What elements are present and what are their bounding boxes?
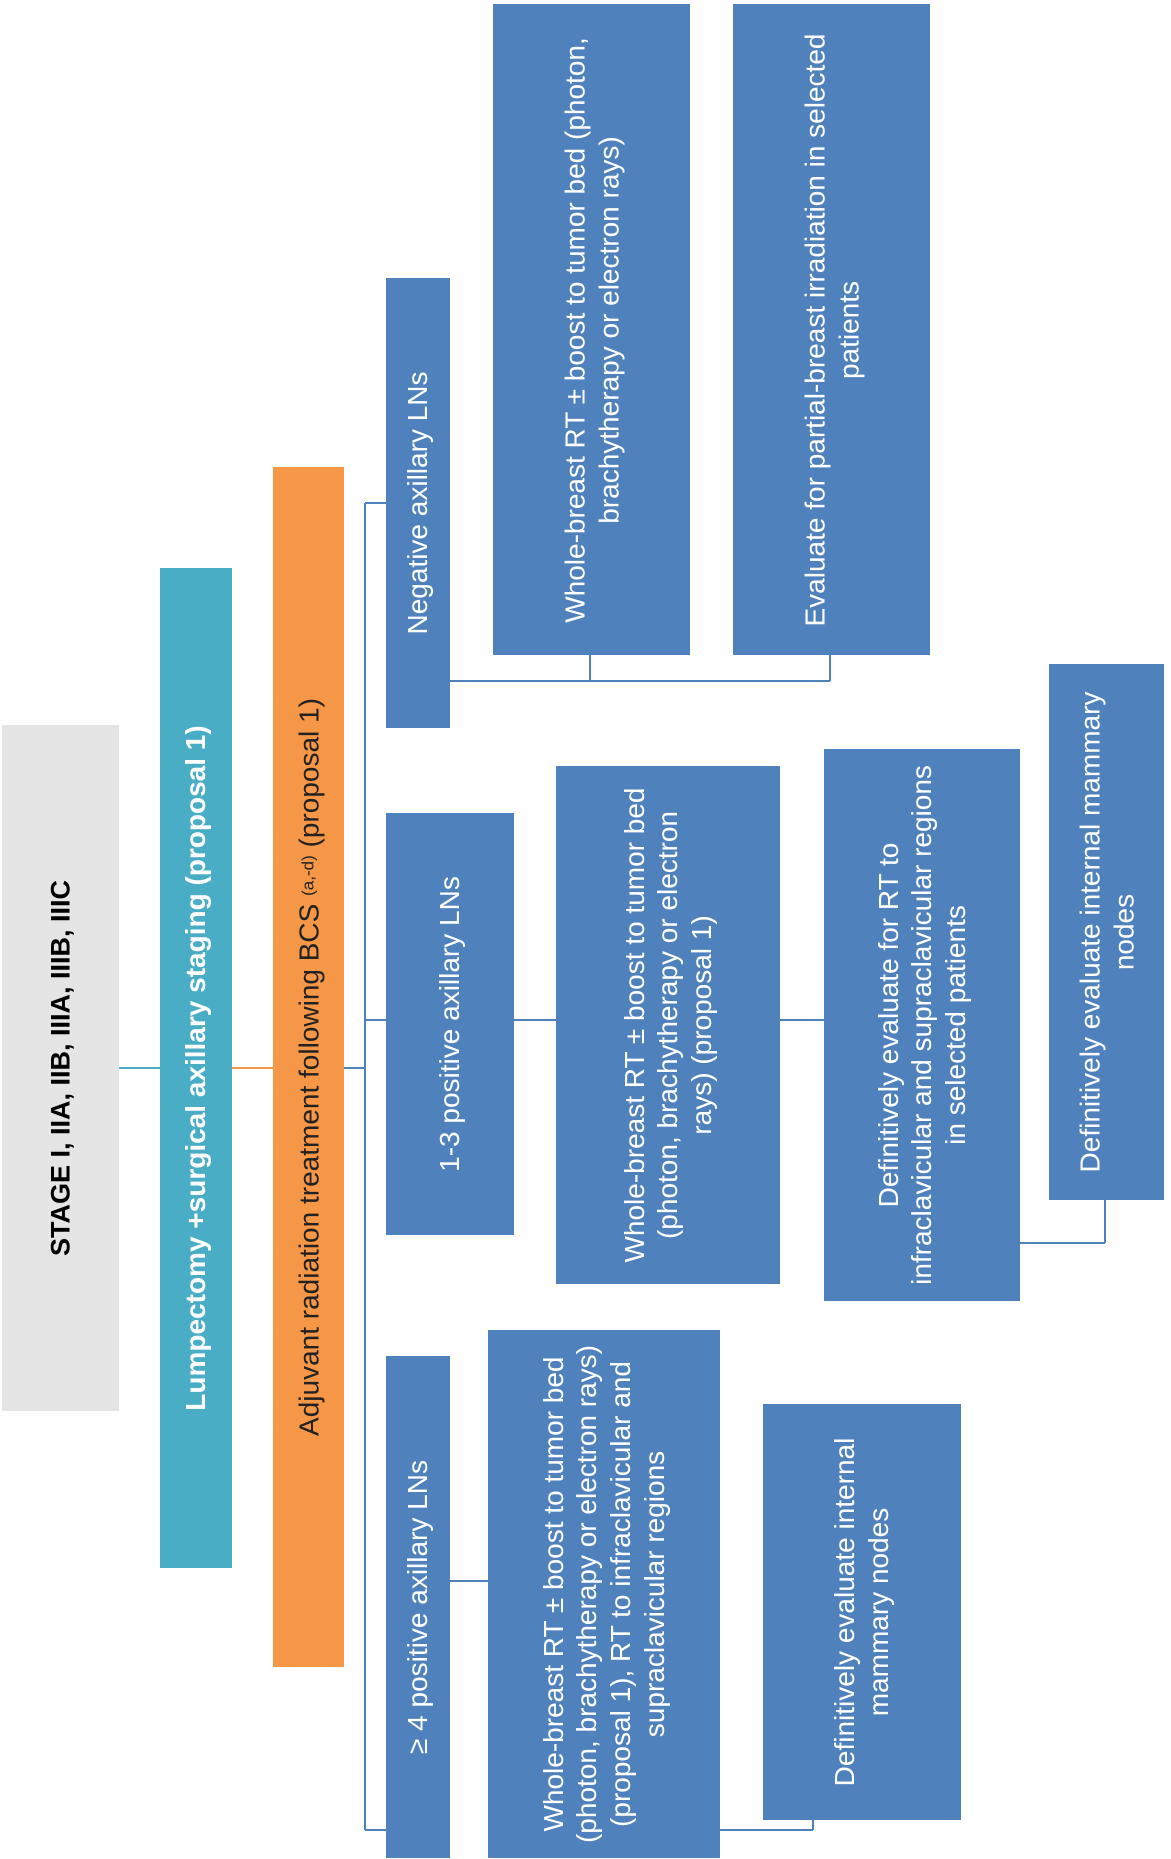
adjuvant-superscript: (a,-d) [298, 855, 318, 896]
partial-breast-box: Evaluate for partial-breast irradiation … [733, 4, 930, 655]
four-plus-whole-breast-text: Whole-breast RT ± boost to tumor bed (ph… [537, 1344, 670, 1844]
negative-ln-box: Negative axillary LNs [386, 278, 450, 728]
one-to-three-ln-label: 1-3 positive axillary LNs [434, 876, 466, 1172]
adjuvant-box: Adjuvant radiation treatment following B… [273, 467, 344, 1667]
infraclavicular-eval-box: Definitively evaluate for RT to infracla… [824, 749, 1020, 1301]
four-plus-internal-mammary-text: Definitively evaluate internal mammary n… [829, 1437, 894, 1787]
negative-whole-breast-text: Whole-breast RT ± boost to tumor bed (ph… [558, 36, 624, 623]
four-plus-internal-mammary-box: Definitively evaluate internal mammary n… [763, 1404, 961, 1820]
stage-box: STAGE I, IIA, IIB, IIIA, IIIB, IIIC [2, 725, 119, 1411]
negative-whole-breast-box: Whole-breast RT ± boost to tumor bed (ph… [493, 4, 690, 655]
four-plus-ln-box: ≥ 4 positive axillary LNs [386, 1356, 450, 1858]
negative-ln-label: Negative axillary LNs [402, 371, 434, 635]
one-to-three-whole-breast-box: Whole-breast RT ± boost to tumor bed (ph… [556, 766, 780, 1284]
surgery-text: Lumpectomy +surgical axillary staging (p… [180, 725, 212, 1411]
one-to-three-internal-mammary-text: Definitively evaluate internal mammary n… [1073, 691, 1139, 1173]
infraclavicular-eval-text: Definitively evaluate for RT to infracla… [872, 765, 971, 1285]
stage-text: STAGE I, IIA, IIB, IIIA, IIIB, IIIC [45, 879, 76, 1257]
one-to-three-ln-box: 1-3 positive axillary LNs [386, 813, 514, 1235]
adjuvant-text: Adjuvant radiation treatment following B… [273, 467, 344, 1667]
adjuvant-prefix: Adjuvant radiation treatment following B… [292, 903, 324, 1436]
four-plus-whole-breast-box: Whole-breast RT ± boost to tumor bed (ph… [488, 1330, 720, 1858]
surgery-box: Lumpectomy +surgical axillary staging (p… [160, 568, 232, 1568]
partial-breast-text: Evaluate for partial-breast irradiation … [798, 33, 864, 626]
adjuvant-suffix: (proposal 1) [292, 698, 324, 848]
four-plus-ln-label: ≥ 4 positive axillary LNs [402, 1460, 434, 1754]
one-to-three-internal-mammary-box: Definitively evaluate internal mammary n… [1049, 664, 1164, 1200]
one-to-three-whole-breast-text: Whole-breast RT ± boost to tumor bed (ph… [618, 787, 717, 1263]
